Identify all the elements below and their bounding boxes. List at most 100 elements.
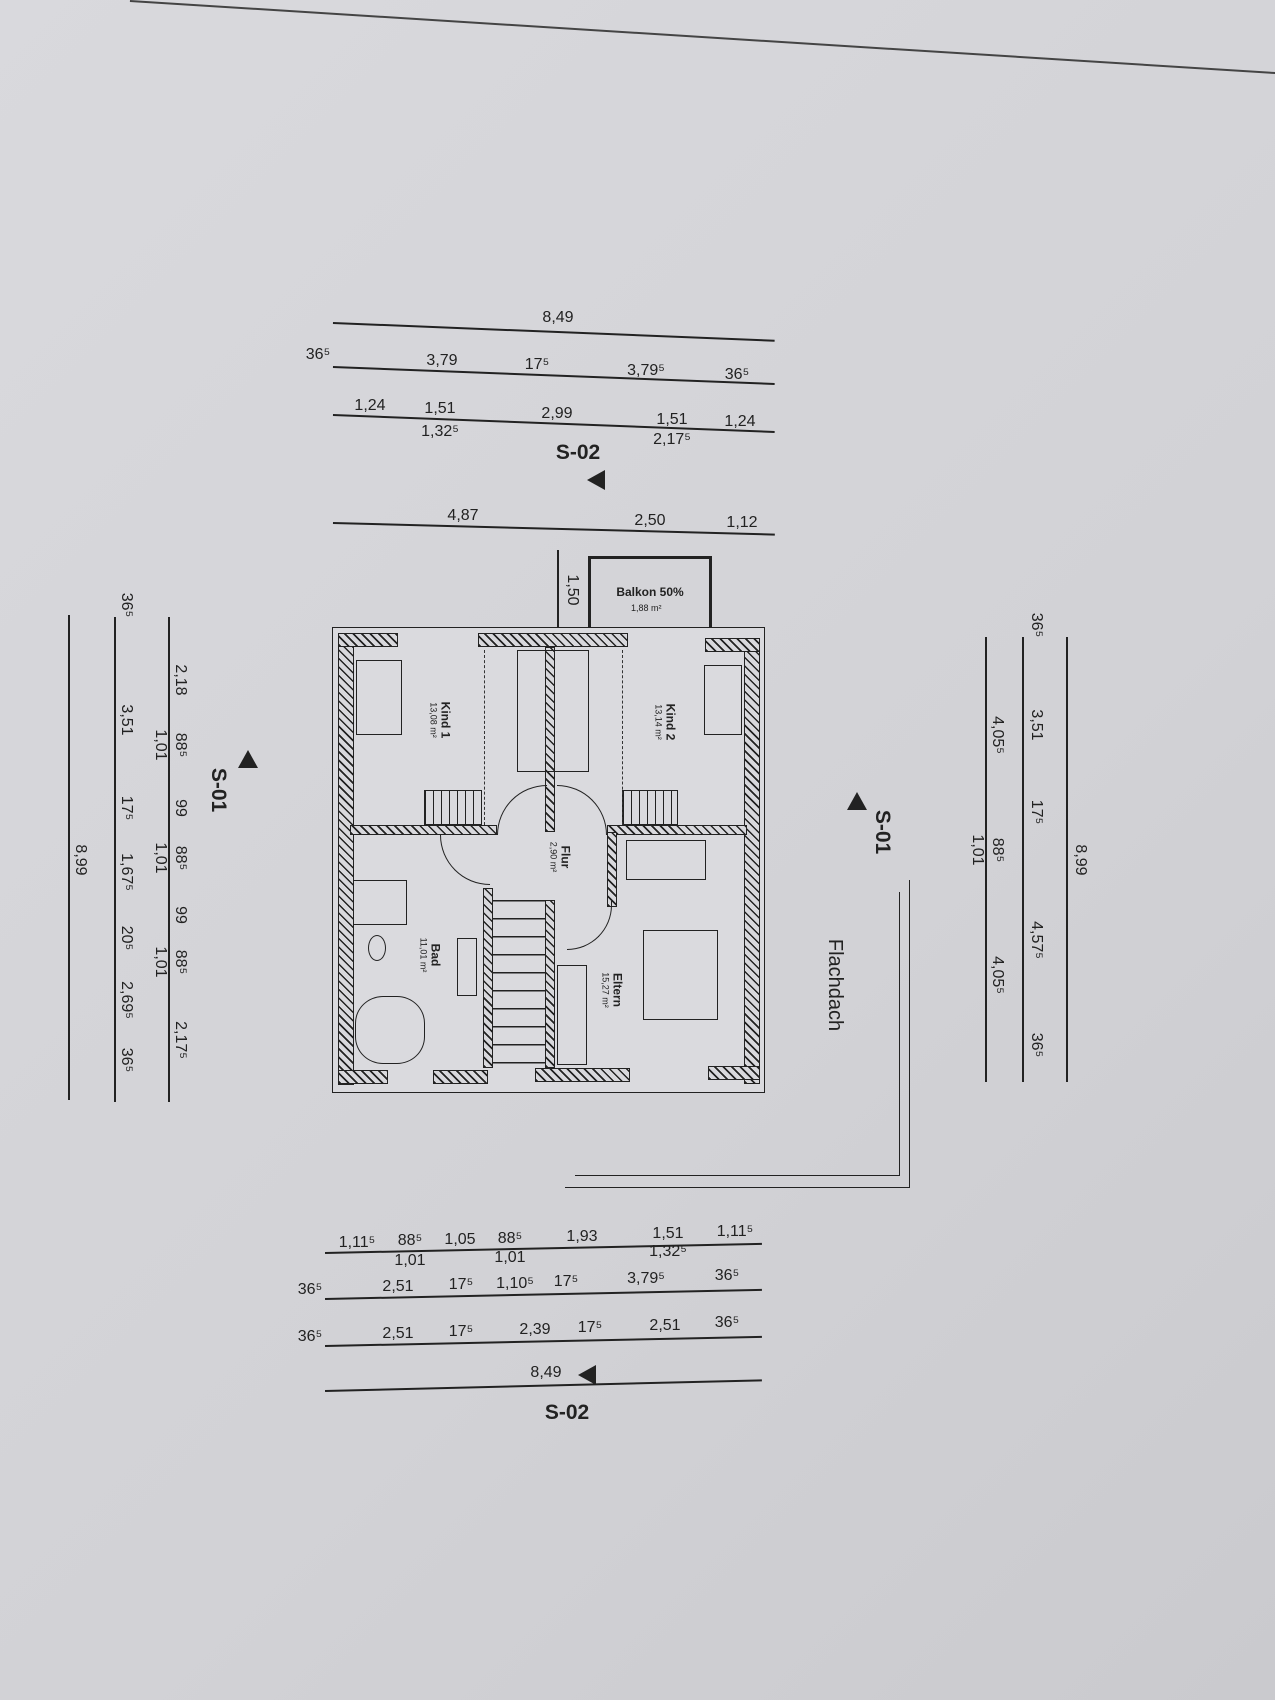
dim-line <box>325 1379 762 1392</box>
wall-interior <box>607 825 747 835</box>
flat-roof-label: Flachdach <box>824 938 846 1032</box>
dim-label: 36⁵ <box>714 1267 740 1284</box>
dim-label: 36⁵ <box>118 592 135 618</box>
dim-label: 88⁵ <box>497 1230 523 1247</box>
wall-stair <box>545 900 555 1068</box>
dim-label: 1,05 <box>444 1231 476 1248</box>
wall-stair <box>483 888 493 1068</box>
dim-label: 2,99 <box>541 405 573 422</box>
staircase <box>493 900 545 1068</box>
section-marker-bottom: S-02 <box>544 1401 590 1424</box>
wall-bottom <box>535 1068 630 1082</box>
dim-label: 3,79⁵ <box>627 1270 665 1287</box>
dim-label: 1,01 <box>152 842 169 874</box>
dim-label: 36⁵ <box>1028 612 1045 638</box>
room-name: Kind 1 <box>438 701 453 739</box>
dim-label: 88⁵ <box>172 845 189 871</box>
dim-label: 2,17⁵ <box>653 431 691 448</box>
dim-label: 36⁵ <box>305 346 331 363</box>
dim-label: 36⁵ <box>724 366 750 383</box>
room-area: 11,01 m² <box>418 937 429 973</box>
dim-label: 2,51 <box>649 1317 681 1334</box>
dim-label: 17⁵ <box>118 795 135 821</box>
dim-label: 3,51 <box>118 704 135 736</box>
balcony: Balkon 50% 1,88 m² <box>588 556 712 632</box>
dim-label: 1,01 <box>394 1252 426 1269</box>
dashed-line <box>484 650 485 825</box>
section-arrow-icon <box>847 792 867 810</box>
paper-edge <box>129 0 1275 74</box>
room-name: Eltern <box>610 972 625 1007</box>
section-arrow-icon <box>578 1365 596 1385</box>
section-marker-left: S-01 <box>207 767 230 813</box>
dim-label: 1,01 <box>152 729 169 761</box>
dim-line <box>557 550 559 630</box>
dim-label: 88⁵ <box>172 949 189 975</box>
balcony-area: 1,88 m² <box>631 603 662 613</box>
desk <box>704 665 742 735</box>
dim-label: 1,10⁵ <box>496 1275 534 1292</box>
dim-label: 2,69⁵ <box>118 981 135 1019</box>
section-marker-right: S-01 <box>871 809 894 855</box>
wall-right <box>744 638 760 1084</box>
dim-line <box>1066 637 1068 1082</box>
desk <box>626 840 706 880</box>
railing <box>622 790 678 825</box>
room-area: 13,08 m² <box>428 702 439 738</box>
dim-label: 17⁵ <box>524 356 550 373</box>
dim-label: 4,57⁵ <box>1028 921 1045 959</box>
wall-top <box>338 633 398 647</box>
wall-interior <box>607 832 617 907</box>
balcony-label: Balkon 50% <box>616 585 684 599</box>
dim-line <box>325 1242 762 1254</box>
dim-label: 1,01 <box>152 946 169 978</box>
bed <box>643 930 718 1020</box>
wall-interior <box>545 647 555 832</box>
section-arrow-icon <box>238 750 258 768</box>
dim-label: 2,18 <box>172 664 189 696</box>
dim-label: 1,32⁵ <box>649 1243 687 1260</box>
dim-label: 1,11⁵ <box>716 1223 754 1240</box>
dim-label: 2,17⁵ <box>172 1021 189 1059</box>
dim-label: 3,51 <box>1028 709 1045 741</box>
dim-label: 99 <box>172 799 189 817</box>
dim-label: 1,11⁵ <box>338 1234 376 1251</box>
wall-bottom <box>338 1070 388 1084</box>
dim-line <box>168 617 170 1102</box>
dim-label: 17⁵ <box>577 1319 603 1336</box>
dim-overall-width: 8,49 <box>530 1364 562 1381</box>
dim-label: 36⁵ <box>118 1047 135 1073</box>
dim-label: 3,79⁵ <box>627 362 665 379</box>
dim-overall-width: 8,49 <box>542 309 574 326</box>
dim-label: 4,05⁵ <box>989 716 1006 754</box>
dim-label: 4,87 <box>447 507 479 524</box>
dim-label: 1,24 <box>724 413 756 430</box>
dim-label: 36⁵ <box>297 1281 323 1298</box>
wall-bottom <box>433 1070 488 1084</box>
dim-label: 2,50 <box>634 512 666 529</box>
wardrobe <box>517 650 589 772</box>
dim-label: 1,01 <box>969 834 986 866</box>
room-name: Kind 2 <box>663 703 678 741</box>
dim-label: 99 <box>172 906 189 924</box>
room-area: 15,27 m² <box>600 972 611 1008</box>
dim-label: 1,12 <box>726 514 758 531</box>
dim-label: 88⁵ <box>172 732 189 758</box>
section-arrow-icon <box>587 470 605 490</box>
dim-label: 36⁵ <box>714 1314 740 1331</box>
wall-bottom <box>708 1066 760 1080</box>
section-marker-top: S-02 <box>555 441 601 464</box>
dim-label: 88⁵ <box>397 1232 423 1249</box>
wall-top <box>478 633 628 647</box>
dim-label: 2,51 <box>382 1278 414 1295</box>
dim-label: 1,01 <box>494 1249 526 1266</box>
flat-roof-inner <box>575 892 900 1176</box>
dim-label: 1,67⁵ <box>118 853 135 891</box>
wardrobe <box>557 965 587 1065</box>
dim-label: 17⁵ <box>448 1276 474 1293</box>
